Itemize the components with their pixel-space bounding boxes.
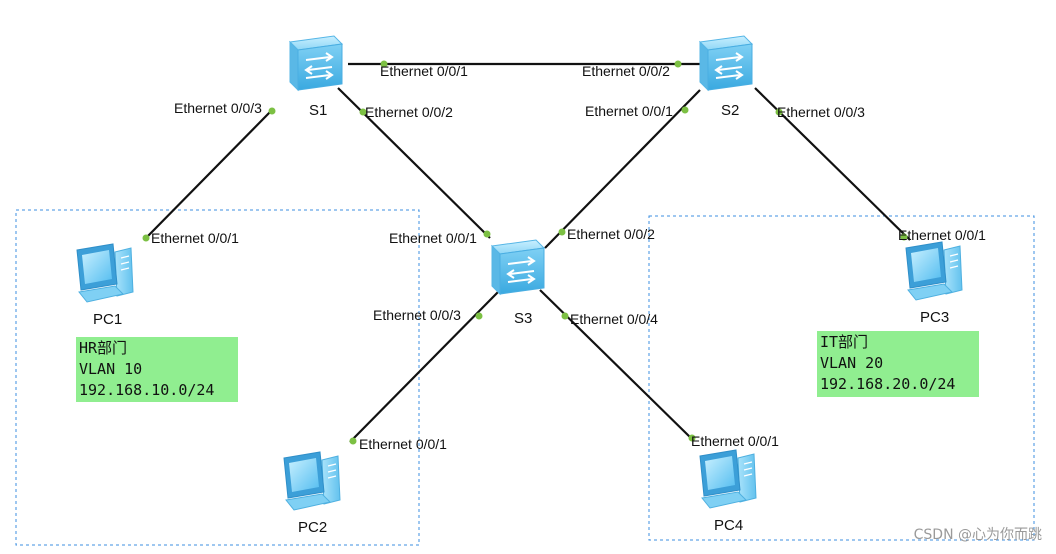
- hr-note-line1: HR部门: [79, 339, 128, 357]
- link-s3-pc2: [349, 289, 501, 443]
- port-label-s3-e001: Ethernet 0/0/1: [389, 230, 477, 246]
- hr-area-boundary: [15, 209, 420, 546]
- pc4-label: PC4: [714, 517, 743, 534]
- port-dot: [380, 60, 388, 68]
- link-s1-pc1: [145, 109, 273, 239]
- it-area-boundary: [648, 215, 1035, 541]
- switch-s1-label: S1: [309, 102, 327, 119]
- switch-s2-icon[interactable]: [699, 35, 753, 91]
- it-vlan-note: IT部门 VLAN 20 192.168.20.0/24: [817, 331, 979, 397]
- port-dot: [349, 437, 357, 445]
- it-note-line3: 192.168.20.0/24: [820, 375, 956, 393]
- port-label-s3-e002: Ethernet 0/0/2: [567, 226, 655, 242]
- port-label-s1-e003: Ethernet 0/0/3: [174, 100, 262, 116]
- port-label-pc4-e001: Ethernet 0/0/1: [691, 433, 779, 449]
- switch-s3-icon[interactable]: [491, 239, 545, 295]
- port-dot: [268, 107, 276, 115]
- pc4-icon[interactable]: [699, 449, 757, 509]
- port-dot: [775, 108, 783, 116]
- pc2-label: PC2: [298, 519, 327, 536]
- port-label-s3-e003: Ethernet 0/0/3: [373, 307, 461, 323]
- port-dot: [142, 234, 150, 242]
- port-label-s3-e004: Ethernet 0/0/4: [570, 311, 658, 327]
- port-dot: [561, 312, 569, 320]
- port-label-s1-e001: Ethernet 0/0/1: [380, 63, 468, 79]
- port-label-s2-e003: Ethernet 0/0/3: [777, 104, 865, 120]
- it-note-line1: IT部门: [820, 333, 869, 351]
- port-dot: [558, 228, 566, 236]
- watermark: CSDN @心为你而跳: [913, 527, 1042, 543]
- hr-note-line2: VLAN 10: [79, 360, 143, 378]
- pc3-icon[interactable]: [905, 241, 963, 301]
- port-label-s2-e001: Ethernet 0/0/1: [585, 103, 673, 119]
- port-dot: [688, 434, 696, 442]
- it-note-line2: VLAN 20: [820, 354, 884, 372]
- port-dot: [359, 108, 367, 116]
- hr-vlan-note: HR部门 VLAN 10 192.168.10.0/24: [76, 337, 238, 402]
- port-label-pc3-e001: Ethernet 0/0/1: [898, 227, 986, 243]
- port-label-s2-e002: Ethernet 0/0/2: [582, 63, 670, 79]
- port-label-pc1-e001: Ethernet 0/0/1: [151, 230, 239, 246]
- switch-s1-icon[interactable]: [289, 35, 343, 91]
- pc1-icon[interactable]: [76, 243, 134, 303]
- hr-note-line3: 192.168.10.0/24: [79, 381, 215, 399]
- port-dots: [142, 60, 908, 445]
- pc3-label: PC3: [920, 309, 949, 326]
- switch-s2-label: S2: [721, 102, 739, 119]
- port-dot: [483, 230, 491, 238]
- port-label-s1-e002: Ethernet 0/0/2: [365, 104, 453, 120]
- port-dot: [681, 106, 689, 114]
- port-dot: [475, 312, 483, 320]
- port-dot: [900, 233, 908, 241]
- pc1-label: PC1: [93, 311, 122, 328]
- link-s2-s3: [544, 89, 701, 249]
- switch-s3-label: S3: [514, 310, 532, 327]
- pc2-icon[interactable]: [283, 451, 341, 511]
- port-label-pc2-e001: Ethernet 0/0/1: [359, 436, 447, 452]
- port-dot: [674, 60, 682, 68]
